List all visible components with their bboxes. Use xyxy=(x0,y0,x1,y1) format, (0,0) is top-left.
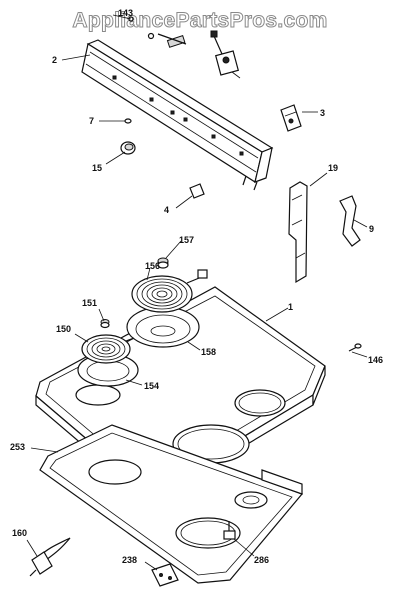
part-19-bracket xyxy=(288,181,308,284)
part-160-power-cord xyxy=(29,537,71,577)
callout-150: 150 xyxy=(56,324,71,334)
callout-151: 151 xyxy=(82,298,97,308)
callout-9: 9 xyxy=(369,224,374,234)
part-151-receptacle xyxy=(100,319,110,329)
callout-160: 160 xyxy=(12,528,27,538)
part-15-knob xyxy=(120,141,136,155)
callout-286: 286 xyxy=(254,555,269,565)
part-156-coil-element xyxy=(131,269,208,313)
callout-253: 253 xyxy=(10,442,25,452)
part-253-burner-box xyxy=(39,424,304,584)
part-238-bracket xyxy=(151,563,179,587)
callout-15: 15 xyxy=(92,163,102,173)
part-158-drip-pan xyxy=(126,306,200,348)
part-150-coil-element xyxy=(81,334,135,364)
callout-238: 238 xyxy=(122,555,137,565)
part-9-trim xyxy=(339,195,361,247)
callout-154: 154 xyxy=(144,381,159,391)
callout-labels: 143 2 3 7 15 19 4 9 157 156 1 151 150 15… xyxy=(10,8,383,565)
backguard-panel xyxy=(81,39,274,191)
callout-4: 4 xyxy=(164,205,169,215)
part-3-switch xyxy=(280,104,302,132)
callout-7: 7 xyxy=(89,116,94,126)
leader-lines xyxy=(26,14,368,571)
callout-158: 158 xyxy=(201,347,216,357)
callout-157: 157 xyxy=(179,235,194,245)
watermark-text: AppliancePartsPros.com xyxy=(72,9,327,32)
part-146-screw xyxy=(348,343,362,352)
callout-19: 19 xyxy=(328,163,338,173)
callout-156: 156 xyxy=(145,261,160,271)
part-286-terminal xyxy=(223,521,236,540)
part-157-receptacle xyxy=(157,257,169,269)
part-4-clip xyxy=(189,183,205,199)
callout-146: 146 xyxy=(368,355,383,365)
callout-1: 1 xyxy=(288,302,293,312)
callout-143: 143 xyxy=(118,8,133,18)
part-7-screw xyxy=(124,118,132,124)
callout-3: 3 xyxy=(320,108,325,118)
infinite-switch xyxy=(210,30,241,79)
callout-2: 2 xyxy=(52,55,57,65)
